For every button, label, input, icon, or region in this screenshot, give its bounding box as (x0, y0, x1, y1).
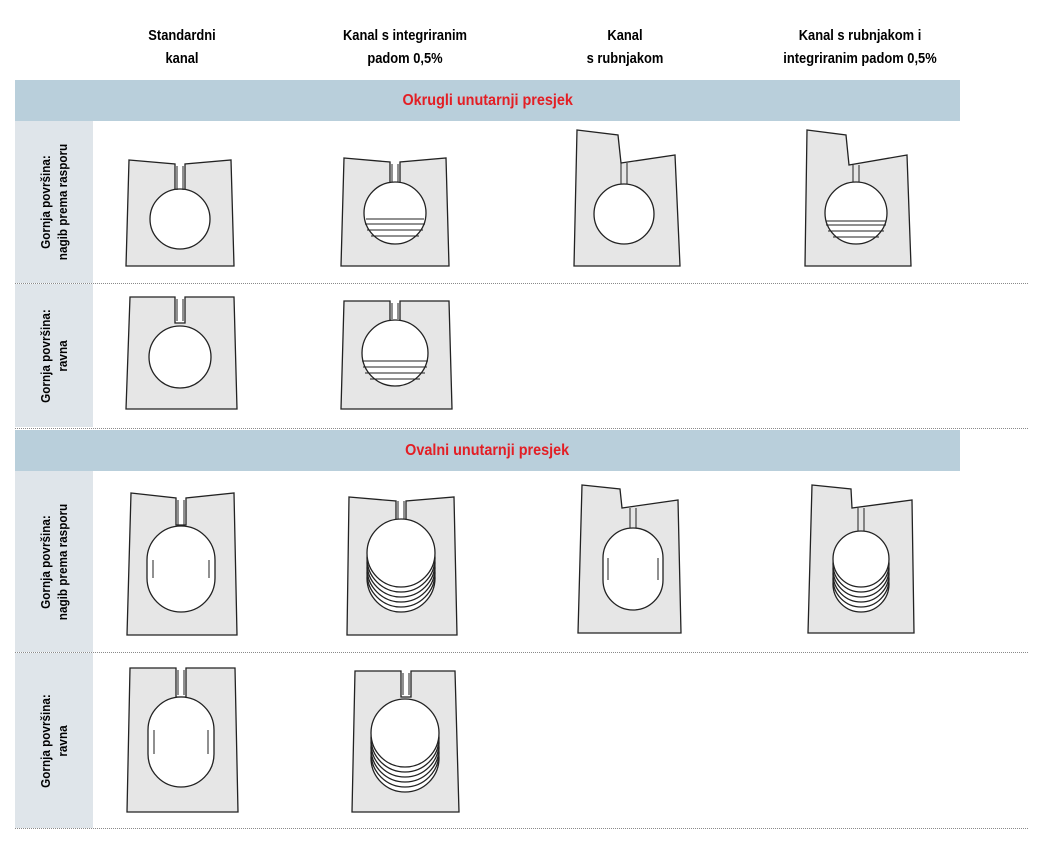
column-header-line2: integriranim padom 0,5% (783, 50, 937, 67)
row-separator (15, 652, 1028, 653)
row-separator (15, 428, 1028, 429)
drawing-oval-flat-standard (126, 667, 239, 813)
drawing-round-flat-integrated (340, 300, 453, 410)
section-band-round: Okrugli unutarnji presjek (15, 80, 960, 121)
column-header-line1: Kanal s integriranim (342, 27, 468, 44)
row-label-line2: ravna (55, 339, 70, 372)
drawing-oval-flat-integrated (351, 670, 460, 813)
row-label-line1: Gornja površina: (38, 514, 53, 609)
column-header-line2: kanal (165, 50, 199, 67)
column-header-line2: padom 0,5% (367, 50, 443, 67)
column-header-line1: Kanal (607, 27, 643, 44)
column-header-integrated-slope: Kanal s integriranim padom 0,5% (315, 24, 496, 70)
column-header-line2: s rubnjakom (586, 50, 664, 67)
section-title: Okrugli unutarnji presjek (402, 92, 573, 109)
column-header-standard: Standardni kanal (113, 24, 251, 70)
drawing-round-sloped-kerb-integrated (804, 129, 912, 267)
drawing-oval-sloped-kerb-integrated (807, 484, 915, 634)
row-label-flat-2: Gornja površina:ravna (15, 653, 93, 828)
column-header-line1: Kanal s rubnjakom i (798, 27, 922, 44)
section-title: Ovalni unutarnji presjek (405, 442, 570, 459)
row-label-line1: Gornja površina: (38, 308, 53, 403)
drawing-oval-sloped-integrated (346, 496, 458, 636)
row-label-line2: nagib prema rasporu (55, 503, 70, 620)
row-separator (15, 283, 1028, 284)
row-label-sloped-1: Gornja površina:nagib prema rasporu (15, 121, 93, 283)
column-header-kerb: Kanal s rubnjakom (556, 24, 694, 70)
row-separator (15, 828, 1028, 829)
row-label-sloped-2: Gornja površina:nagib prema rasporu (15, 471, 93, 652)
drawing-round-sloped-kerb (573, 129, 681, 267)
row-label-line2: ravna (55, 724, 70, 757)
drawing-oval-sloped-standard (126, 492, 238, 636)
section-band-oval: Ovalni unutarnji presjek (15, 430, 960, 471)
drawing-round-flat-standard (125, 296, 238, 410)
drawing-oval-sloped-kerb (577, 484, 682, 634)
column-header-kerb-integrated-slope: Kanal s rubnjakom i integriranim padom 0… (744, 24, 976, 70)
row-label-flat-1: Gornja površina:ravna (15, 284, 93, 427)
column-header-line1: Standardni (148, 27, 216, 44)
drawing-round-sloped-integrated (340, 157, 450, 267)
drawing-round-sloped-standard (125, 159, 235, 267)
row-label-line1: Gornja površina: (38, 693, 53, 788)
